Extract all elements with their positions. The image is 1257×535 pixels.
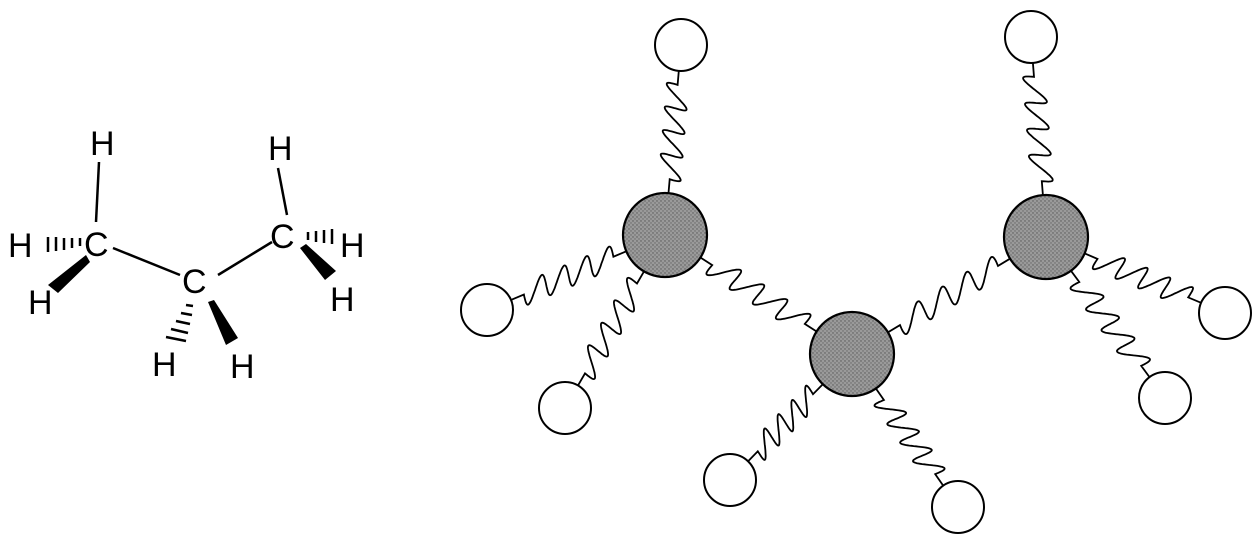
wedge-bond-c3-h-lower (300, 244, 336, 280)
carbon-balls (621, 191, 1090, 398)
hashed-bond-c1-h-left (46, 237, 82, 252)
hydrogen-ball-2 (460, 283, 514, 337)
propane-structural-formula: C C C H H H H H H H H (8, 125, 365, 386)
carbon-3-ball (1002, 193, 1090, 281)
spring-c3-h6 (1022, 62, 1054, 196)
hydrogen-c3-lower-label: H (330, 281, 355, 319)
bond-c1-c2 (112, 246, 181, 277)
hydrogen-c1-top-label: H (90, 125, 115, 163)
carbon-2-ball (808, 310, 896, 398)
hydrogen-balls (460, 10, 1252, 534)
spring-c3-h7 (1084, 252, 1202, 304)
hydrogen-c3-top-label: H (268, 130, 293, 168)
hydrogen-c2-left-label: H (152, 346, 177, 384)
spring-bonds (510, 62, 1202, 487)
spring-c2-h5 (873, 387, 946, 487)
hydrogen-ball-1 (654, 18, 708, 72)
carbon-1-label: C (84, 226, 109, 264)
hashed-bond-c2-h-left (165, 303, 194, 343)
hydrogen-c1-left-label: H (8, 227, 33, 265)
spring-c3-h8 (1069, 270, 1151, 378)
hydrogen-ball-5 (931, 480, 985, 534)
spring-c1-h1 (659, 70, 688, 194)
propane-ball-spring-model (460, 10, 1252, 534)
wedge-bond-c2-h-right (208, 300, 238, 345)
wedge-bond-c1-h-lower (48, 255, 90, 293)
hydrogen-ball-3 (538, 381, 592, 435)
hydrogen-ball-8 (1138, 371, 1192, 425)
hydrogen-c2-right-label: H (230, 348, 255, 386)
hydrogen-ball-6 (1004, 10, 1058, 64)
carbon-1-ball (621, 191, 709, 279)
spring-c2-h4 (747, 383, 824, 462)
carbon-2-label: C (182, 263, 207, 301)
bond-c1-h-top (94, 161, 101, 223)
spring-c2-c3 (887, 255, 1011, 336)
hydrogen-ball-7 (1198, 286, 1252, 340)
spring-c1-h3 (577, 270, 645, 386)
hydrogen-c3-right-label: H (340, 227, 365, 265)
hashed-bond-c3-h-right (306, 229, 334, 244)
hydrogen-c1-lower-label: H (28, 284, 53, 322)
hydrogen-ball-4 (703, 453, 757, 507)
carbon-3-label: C (270, 218, 295, 256)
bond-c3-h-top (276, 167, 289, 216)
spring-c1-h2 (510, 245, 627, 306)
bond-c2-c3 (217, 240, 273, 277)
spring-c1-c2 (699, 256, 818, 333)
